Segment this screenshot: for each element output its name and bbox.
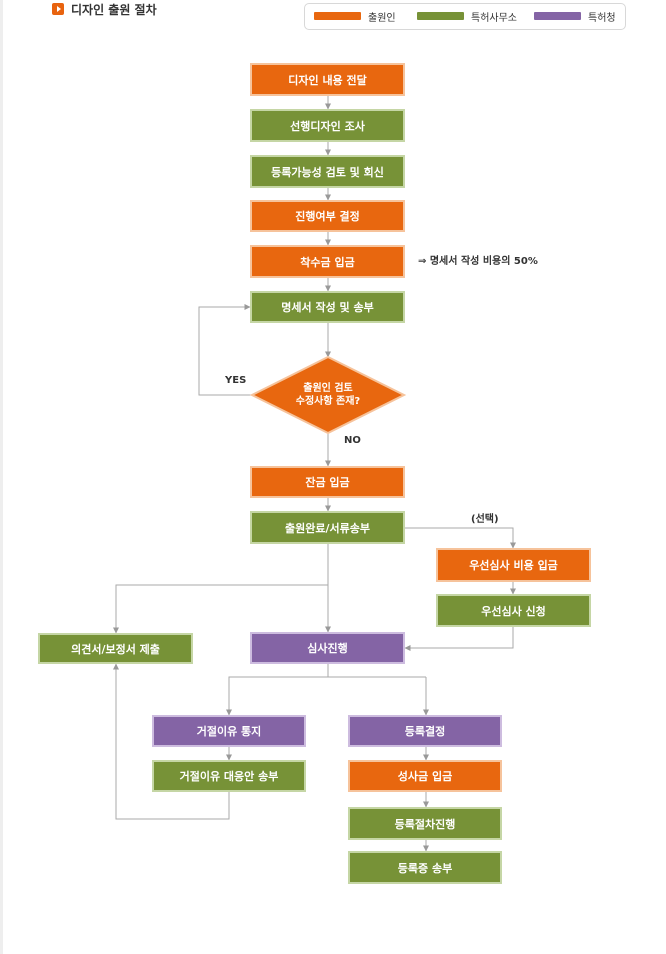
- step-registration-process: 등록절차진행: [348, 807, 502, 840]
- step-rejection-response: 거절이유 대응안 송부: [152, 760, 306, 792]
- optional-label: (선택): [471, 514, 499, 525]
- legend-label-applicant: 출원인: [368, 13, 396, 24]
- page-title-text: 디자인 출원 절차: [71, 2, 157, 17]
- no-label: NO: [344, 435, 361, 446]
- step-decide-proceed: 진행여부 결정: [250, 200, 405, 232]
- step-rejection-notice: 거절이유 통지: [152, 715, 306, 747]
- step-certificate-delivery: 등록증 송부: [348, 851, 502, 884]
- decision-text-line1: 출원인 검토: [303, 383, 353, 394]
- yes-label: YES: [225, 375, 247, 386]
- fee-note: ⇒ 명세서 작성 비용의 50%: [418, 256, 538, 267]
- step-priority-exam-fee: 우선심사 비용 입금: [436, 548, 591, 582]
- page-edge: [0, 0, 3, 954]
- step-prior-design-search: 선행디자인 조사: [250, 109, 405, 142]
- step-opinion-amendment-submit: 의견서/보정서 제출: [38, 633, 193, 664]
- legend: 출원인 특허사무소 특허청: [304, 3, 626, 30]
- legend-label-kipo: 특허청: [588, 13, 616, 24]
- decision-text-line2: 수정사항 존재?: [295, 396, 361, 407]
- legend-swatch-patent-office: [417, 12, 464, 20]
- play-bullet-icon: [52, 3, 64, 15]
- step-balance-payment: 잔금 입금: [250, 466, 405, 498]
- step-filing-complete: 출원완료/서류송부: [250, 511, 405, 544]
- legend-label-patent-office: 특허사무소: [471, 13, 517, 24]
- step-priority-exam-request: 우선심사 신청: [436, 594, 591, 627]
- step-initial-payment: 착수금 입금: [250, 245, 405, 278]
- decision-applicant-review: 출원인 검토 수정사항 존재?: [256, 378, 400, 412]
- decision-diamond: [249, 355, 407, 435]
- step-registration-decision: 등록결정: [348, 715, 502, 747]
- legend-swatch-applicant: [314, 12, 361, 20]
- legend-swatch-kipo: [534, 12, 581, 20]
- step-examination: 심사진행: [250, 632, 405, 664]
- step-registrability-review: 등록가능성 검토 및 회신: [250, 155, 405, 188]
- step-spec-writing: 명세서 작성 및 송부: [250, 291, 405, 323]
- step-grant-fee-payment: 성사금 입금: [348, 760, 502, 792]
- step-design-transfer: 디자인 내용 전달: [250, 63, 405, 96]
- page-title: 디자인 출원 절차: [52, 0, 157, 18]
